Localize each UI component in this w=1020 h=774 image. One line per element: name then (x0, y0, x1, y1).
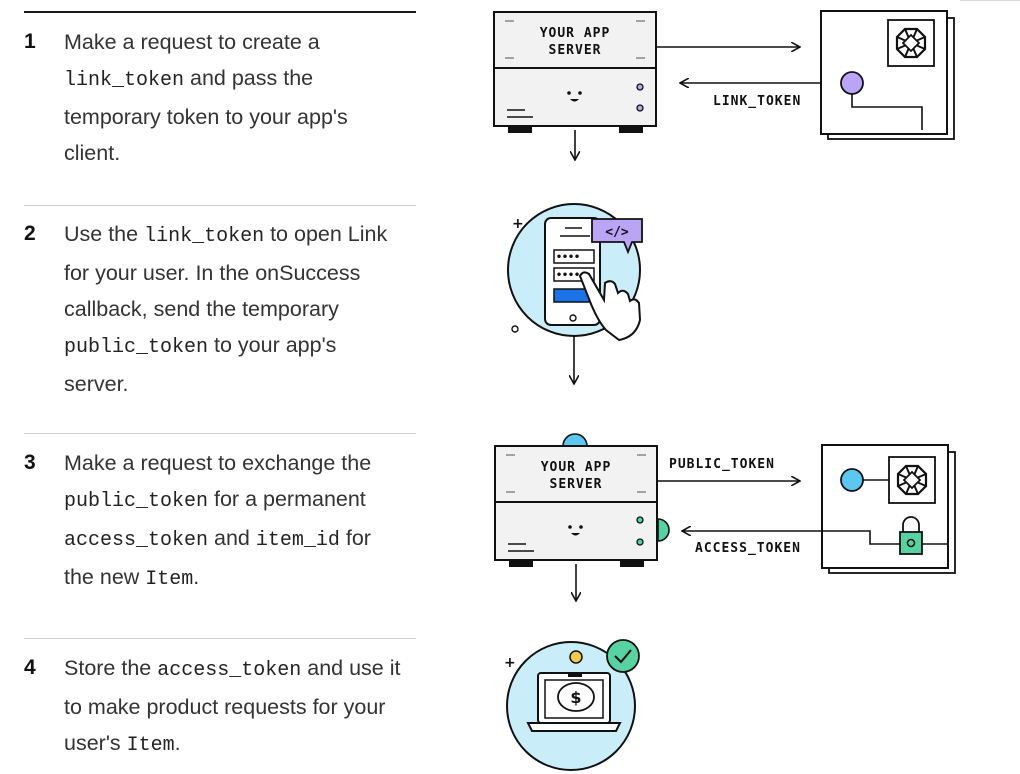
svg-text:+: + (504, 655, 516, 671)
server-label-line2: SERVER (549, 43, 602, 58)
svg-text:••••: •••• (556, 252, 580, 263)
text-fragment: . (174, 731, 181, 755)
plaid-api-box-1 (820, 10, 955, 140)
text-fragment: Use the (64, 222, 145, 246)
step-number: 4 (24, 656, 36, 679)
step-divider (24, 205, 416, 206)
piggy-bank-laptop-icon: + + $ (504, 639, 640, 771)
text-fragment: Store the (64, 656, 158, 680)
server-label-line1: YOUR APP (541, 460, 612, 475)
svg-text:•••••: ••••• (556, 270, 586, 281)
plaid-logo-icon (896, 464, 928, 496)
top-rule (24, 11, 416, 13)
step-description: Store the access_token and use it to mak… (64, 650, 404, 764)
lock-icon (899, 516, 923, 555)
inline-code: access_token (64, 529, 209, 552)
step-description: Make a request to exchange the public_to… (64, 445, 404, 598)
inline-code: link_token (144, 225, 265, 248)
server-label-line1: YOUR APP (540, 26, 611, 41)
inline-code: public_token (64, 490, 209, 513)
smiley-face-icon (567, 91, 582, 102)
text-fragment: for the new (64, 526, 371, 589)
text-fragment: for a permanent (208, 487, 366, 511)
inline-code: Item (145, 568, 194, 591)
inline-code: access_token (157, 659, 302, 682)
text-fragment: to open Link for your user. In the onSuc… (64, 222, 388, 321)
app-server-1: YOUR APP SERVER (493, 11, 657, 133)
inline-code: public_token (64, 336, 209, 359)
step-divider (24, 638, 416, 639)
text-fragment: Make a request to exchange the (64, 451, 372, 475)
inline-code: item_id (255, 529, 340, 552)
server-label-line2: SERVER (550, 477, 603, 492)
link-token-label: LINK_TOKEN (713, 94, 801, 109)
checkmark-icon (606, 639, 640, 673)
svg-text:+: + (512, 216, 524, 232)
plaid-api-box-2 (821, 444, 956, 574)
step-divider (24, 433, 416, 434)
inline-code: Item (126, 734, 175, 757)
text-fragment: to your app's server. (64, 333, 337, 396)
phone-tap-icon: + + •••• ••••• </> (507, 203, 643, 342)
text-fragment: and pass the temporary token to your app… (64, 66, 348, 165)
step-number: 3 (24, 451, 36, 474)
step-description: Make a request to create a link_token an… (64, 24, 404, 171)
plaid-logo-icon (895, 27, 927, 59)
access-token-label: ACCESS_TOKEN (695, 541, 801, 556)
app-server-2: YOUR APP SERVER (494, 433, 670, 567)
inline-code: link_token (64, 69, 185, 92)
top-rule-right (960, 0, 1020, 1)
step-number: 1 (24, 30, 36, 53)
text-fragment: and use it to make product requests for … (64, 656, 401, 755)
text-fragment: . (193, 565, 200, 589)
public-token-label: PUBLIC_TOKEN (669, 457, 775, 472)
dollar-sign: $ (570, 688, 581, 707)
text-fragment: and (208, 526, 256, 550)
text-fragment: Make a request to create a (64, 30, 320, 54)
step-number: 2 (24, 222, 36, 245)
code-tag-label: </> (605, 225, 629, 240)
smiley-face-icon (568, 525, 583, 536)
step-description: Use the link_token to open Link for your… (64, 216, 404, 402)
